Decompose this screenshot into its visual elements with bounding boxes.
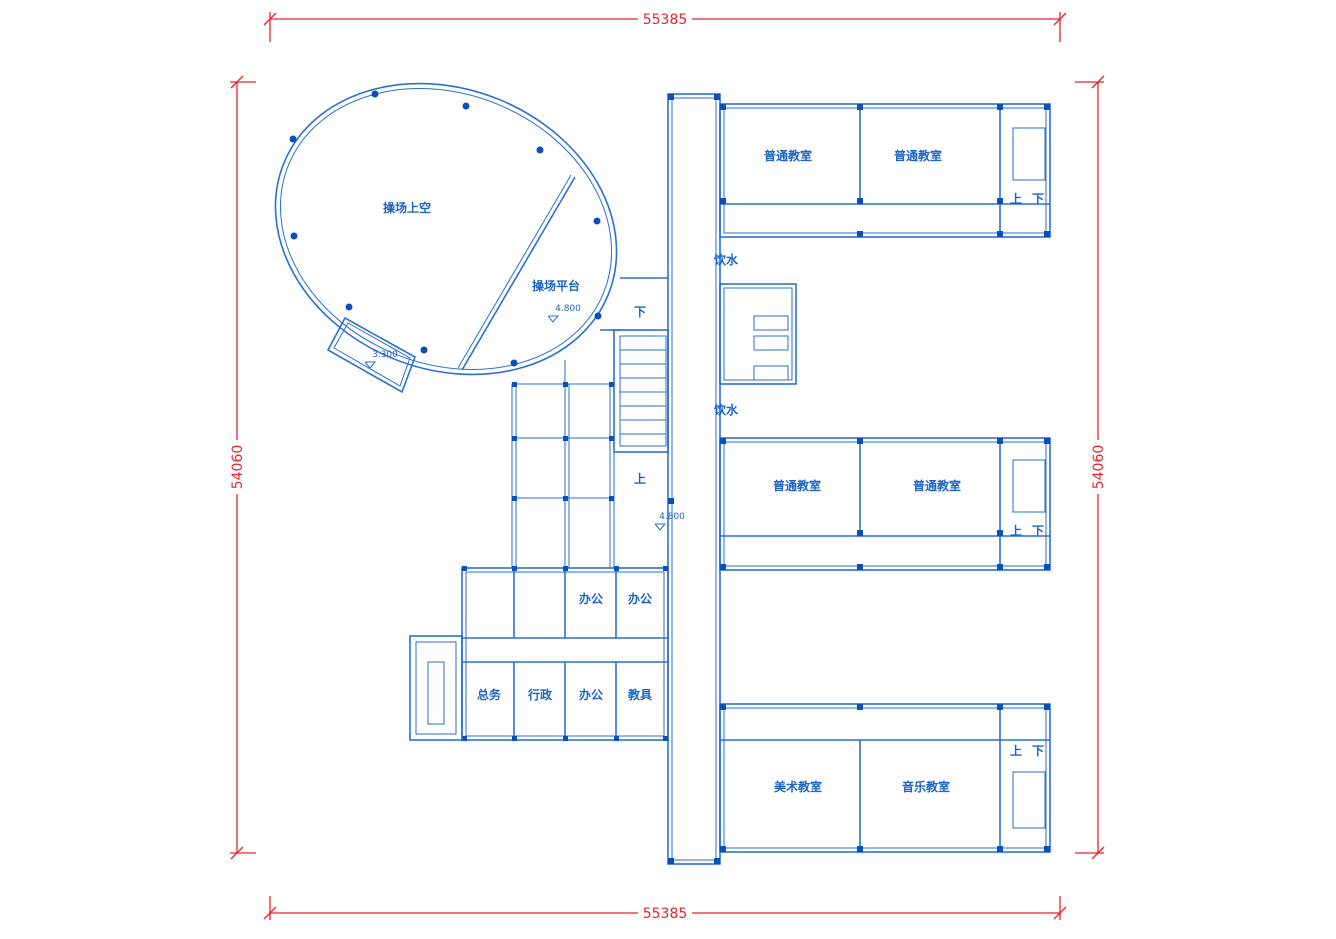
stair-down-label-2: 下 xyxy=(1032,524,1044,538)
office-block xyxy=(409,566,669,741)
middle-classroom-wing xyxy=(719,437,1051,571)
central-stair-up-label: 上 xyxy=(634,471,646,486)
central-stair-down-label: 下 xyxy=(634,305,646,319)
teaching-aids-label: 教具 xyxy=(627,687,652,702)
upper-classroom-wing xyxy=(719,103,1051,238)
drinking-water-2-label: 饮水 xyxy=(713,402,739,417)
office-2-label: 办公 xyxy=(628,591,652,606)
stair-up-label-1: 上 xyxy=(1010,191,1022,206)
playground-void-label: 操场上空 xyxy=(383,200,431,215)
classroom-3-label: 普通教室 xyxy=(773,478,821,493)
dimension-top-label: 55385 xyxy=(643,12,688,28)
canopy-grid xyxy=(511,360,615,569)
dimension-bottom-label: 55385 xyxy=(643,906,688,922)
dimension-left-label: 54060 xyxy=(230,445,246,490)
office-1-label: 办公 xyxy=(579,591,603,606)
stair-down-label-1: 下 xyxy=(1032,192,1044,206)
elevation-lower: 3.300 xyxy=(372,350,398,360)
stair-up-label-3: 上 xyxy=(1010,743,1022,758)
general-affairs-label: 总务 xyxy=(477,687,502,702)
elevation-corridor: 4.800 xyxy=(659,512,685,522)
main-corridor xyxy=(667,93,721,865)
classroom-1-label: 普通教室 xyxy=(764,148,812,163)
music-room-label: 音乐教室 xyxy=(902,779,950,794)
toilet-block xyxy=(719,283,797,385)
stair-up-label-2: 上 xyxy=(1010,523,1022,538)
dimension-right-label: 54060 xyxy=(1091,445,1107,490)
stair-down-label-3: 下 xyxy=(1032,744,1044,758)
dimension-lines xyxy=(230,12,1105,920)
classroom-4-label: 普通教室 xyxy=(913,478,961,493)
central-stair xyxy=(613,329,669,453)
playground-platform-label: 操场平台 xyxy=(532,278,580,293)
elevation-platform: 4.800 xyxy=(555,304,581,314)
classroom-2-label: 普通教室 xyxy=(894,148,942,163)
drinking-water-1-label: 饮水 xyxy=(713,252,739,267)
art-room-label: 美术教室 xyxy=(774,779,822,794)
playground xyxy=(274,82,668,394)
office-3-label: 办公 xyxy=(579,687,603,702)
lower-classroom-wing xyxy=(719,703,1051,853)
administration-label: 行政 xyxy=(527,687,553,702)
